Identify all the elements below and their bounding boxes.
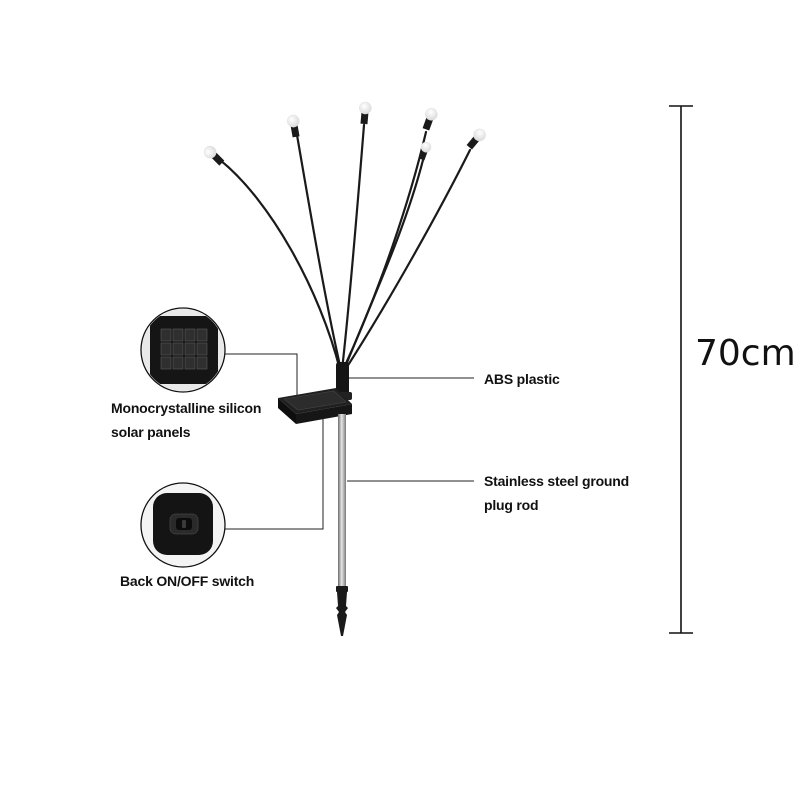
switch-label: Back ON/OFF switch	[120, 573, 255, 589]
abs-label: ABS plastic	[484, 371, 560, 387]
switch-callout-line	[225, 418, 324, 530]
switch-detail-inset	[140, 482, 226, 568]
flexible-wires	[218, 123, 472, 372]
wire-4	[341, 130, 428, 372]
bulb-4	[422, 107, 438, 131]
panel-label-line2: solar panels	[111, 424, 191, 440]
ground-rod	[336, 414, 348, 636]
bulb-6	[466, 128, 486, 150]
solar-panel-head	[278, 388, 352, 424]
wire-2	[295, 133, 343, 372]
rod-label-line2: plug rod	[484, 497, 539, 513]
panel-label-line1: Monocrystalline silicon	[111, 400, 262, 416]
height-dimension-line	[669, 105, 693, 634]
panel-label: Monocrystalline silicon solar panels	[111, 396, 261, 444]
wire-3	[340, 123, 366, 372]
bulb-2	[287, 114, 300, 138]
bulb-1	[203, 145, 225, 166]
led-bulbs	[203, 101, 486, 166]
wire-1	[218, 158, 342, 372]
rod-label-line1: Stainless steel ground	[484, 473, 629, 489]
panel-callout-line	[225, 353, 298, 396]
wire-5	[342, 158, 425, 372]
solar-panel-detail-inset	[140, 307, 226, 393]
wire-6	[343, 148, 472, 372]
rod-label: Stainless steel ground plug rod	[484, 469, 629, 517]
bulb-5	[418, 141, 432, 161]
callout-lines	[225, 353, 474, 530]
height-dimension-label: 70cm	[695, 333, 796, 374]
bulb-3	[359, 101, 372, 125]
